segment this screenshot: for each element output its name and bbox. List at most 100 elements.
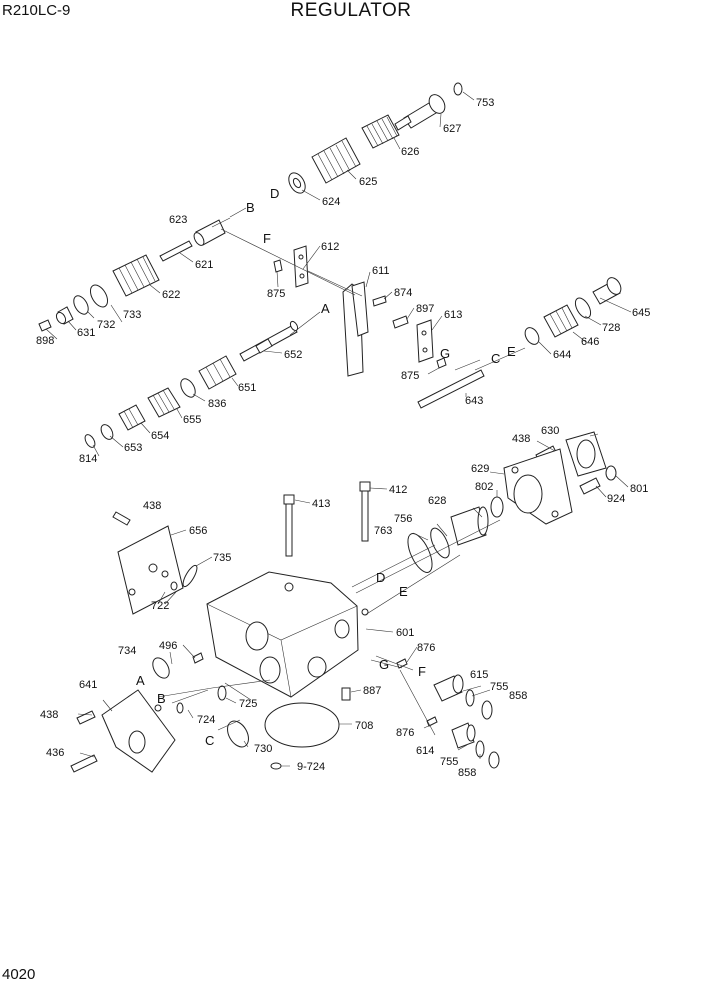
callout-735: 735: [213, 552, 231, 564]
letter-e-body: E: [399, 584, 408, 599]
part-875-pin: [273, 259, 283, 273]
callout-646: 646: [581, 336, 599, 348]
letter-f-top: F: [263, 231, 271, 246]
part-876b-plug: [426, 716, 438, 727]
part-646-spring: [543, 304, 579, 338]
callout-897: 897: [416, 303, 434, 315]
callout-613: 613: [444, 309, 462, 321]
part-614-plug: [451, 722, 476, 749]
part-722-oring: [170, 581, 178, 591]
part-801-nut: [605, 465, 617, 481]
callout-655: 655: [183, 414, 201, 426]
part-732-ring: [73, 295, 89, 315]
callout-496: 496: [159, 640, 177, 652]
part-643-rod: [417, 369, 485, 409]
part-725-oring: [217, 685, 227, 701]
part-730-oring: [227, 720, 249, 748]
part-897-pin: [392, 315, 409, 329]
part-655-spring: [147, 387, 181, 418]
letter-g-body: G: [379, 657, 389, 672]
part-627-plug: [394, 94, 446, 131]
part-898-pin: [38, 319, 52, 332]
part-496-plug: [192, 652, 204, 664]
callout-654: 654: [151, 430, 169, 442]
callout-755-upper: 755: [490, 681, 508, 693]
part-644-seat: [524, 327, 540, 345]
callout-621: 621: [195, 259, 213, 271]
part-623-sleeve: [193, 219, 226, 246]
page-title: REGULATOR: [290, 0, 412, 21]
callout-413: 413: [312, 498, 330, 510]
letter-g-top: G: [440, 346, 450, 361]
letter-c-top: C: [491, 351, 500, 366]
part-656-cover: [117, 525, 184, 615]
callout-801: 801: [630, 483, 648, 495]
part-626-spring: [361, 114, 400, 149]
part-641-cover: [101, 689, 176, 773]
part-875b-pin: [436, 357, 447, 369]
letter-e-top: E: [507, 344, 516, 359]
part-630-gasket: [565, 431, 607, 477]
callout-612: 612: [321, 241, 339, 253]
callout-labels: 753 627 626 625 624 623 621 622 733 732 …: [36, 97, 650, 779]
part-412-bolt: [359, 481, 371, 542]
callout-753: 753: [476, 97, 494, 109]
part-802-ring: [490, 496, 504, 518]
part-625-spring: [311, 137, 361, 184]
callout-730: 730: [254, 743, 272, 755]
part-645-plug: [592, 277, 622, 305]
callout-732: 732: [97, 319, 115, 331]
callout-644: 644: [553, 349, 571, 361]
part-858-ring-b: [488, 751, 500, 769]
callout-734: 734: [118, 645, 136, 657]
letter-b-top: B: [246, 200, 255, 215]
part-651-sleeve: [198, 355, 237, 390]
part-413-bolt: [283, 494, 295, 557]
callout-641: 641: [79, 679, 97, 691]
part-814-ring: [84, 434, 96, 448]
callout-625: 625: [359, 176, 377, 188]
part-724-oring: [176, 702, 184, 714]
callout-631: 631: [77, 327, 95, 339]
callout-643: 643: [465, 395, 483, 407]
callout-733: 733: [123, 309, 141, 321]
part-438-bolt-lower: [76, 710, 96, 725]
callout-611: 611: [372, 265, 390, 277]
callout-874: 874: [394, 287, 412, 299]
letter-f-body: F: [418, 664, 426, 679]
part-631-plug: [55, 306, 74, 325]
callout-725: 725: [239, 698, 257, 710]
part-612-plate: [293, 245, 309, 288]
part-629-cover: [503, 448, 573, 525]
part-624-seat: [288, 172, 306, 194]
callout-614: 614: [416, 745, 434, 757]
callout-724: 724: [197, 714, 215, 726]
part-9-724-oring: [270, 762, 282, 770]
callout-814: 814: [79, 453, 97, 465]
callout-438-upper: 438: [512, 433, 530, 445]
callout-628: 628: [428, 495, 446, 507]
letter-c-lower: C: [205, 733, 214, 748]
part-876-plug: [396, 658, 408, 669]
part-858-ring-a: [481, 700, 493, 720]
reference-letters: B D F A G C E D E G F A B C: [136, 186, 516, 748]
part-924-screw: [579, 477, 601, 495]
page-number: 4020: [2, 966, 36, 983]
callout-708: 708: [355, 720, 373, 732]
callout-836: 836: [208, 398, 226, 410]
callout-763: 763: [374, 525, 392, 537]
callout-876-lower: 876: [396, 727, 414, 739]
callout-876-upper: 876: [417, 642, 435, 654]
callout-652: 652: [284, 349, 302, 361]
callout-629: 629: [471, 463, 489, 475]
part-628-sleeve: [450, 506, 489, 546]
part-753-oring: [453, 82, 463, 96]
callout-924: 924: [607, 493, 625, 505]
part-653-seat: [100, 424, 114, 440]
part-887-plug: [341, 687, 351, 701]
callout-623: 623: [169, 214, 187, 226]
callout-858-upper: 858: [509, 690, 527, 702]
part-734-oring: [152, 657, 170, 679]
callout-656: 656: [189, 525, 207, 537]
